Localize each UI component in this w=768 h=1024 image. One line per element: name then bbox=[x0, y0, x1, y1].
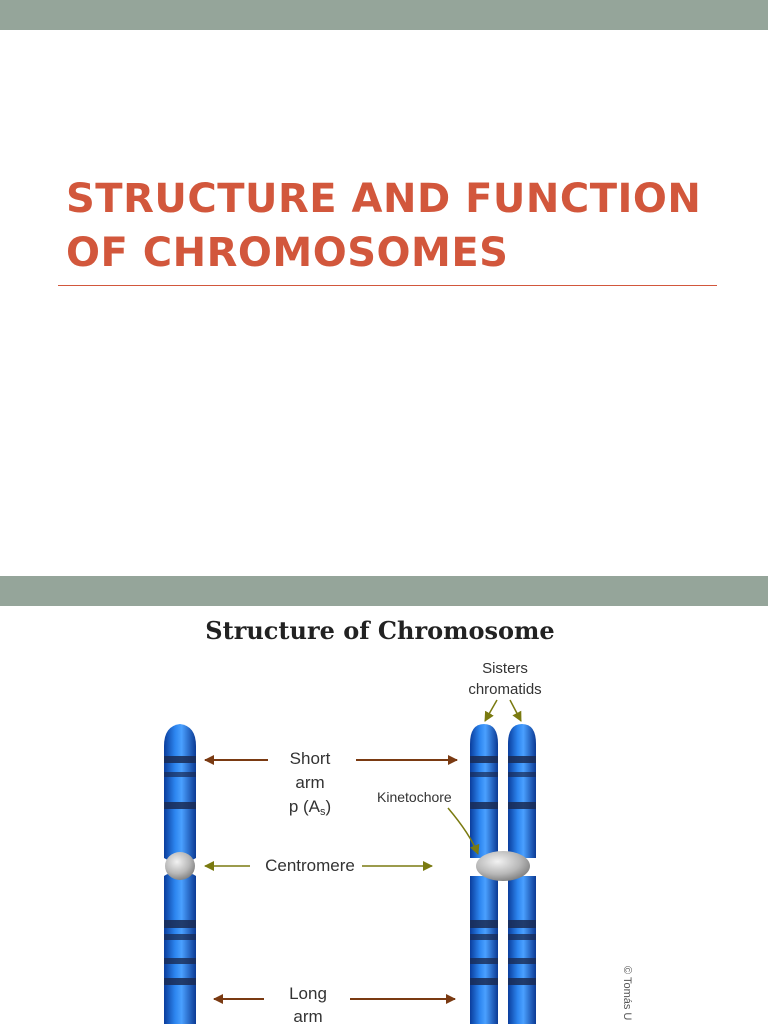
title-underline bbox=[58, 285, 717, 286]
diagram-title: Structure of Chromosome bbox=[205, 616, 555, 645]
sister-chromatids bbox=[470, 724, 536, 1024]
band bbox=[164, 978, 196, 985]
band bbox=[164, 802, 196, 809]
chromatid-left-short-arm bbox=[470, 724, 498, 858]
sisters-arrow-left bbox=[484, 699, 498, 722]
band bbox=[508, 934, 536, 940]
label-short-notation: p (As) bbox=[289, 797, 331, 818]
label-short-arm: arm bbox=[295, 773, 324, 792]
band bbox=[470, 958, 498, 964]
short-arm-shape bbox=[164, 724, 196, 862]
label-long-arm: arm bbox=[293, 1007, 322, 1024]
band bbox=[164, 958, 196, 964]
band bbox=[470, 802, 498, 809]
band bbox=[470, 772, 498, 777]
slide-title-line-1: STRUCTURE AND FUNCTION bbox=[66, 176, 702, 222]
band bbox=[164, 772, 196, 777]
slide-top-bar bbox=[0, 0, 768, 30]
label-short: Short bbox=[290, 749, 331, 768]
band bbox=[508, 958, 536, 964]
band bbox=[164, 934, 196, 940]
band bbox=[470, 756, 498, 763]
single-chromatid bbox=[164, 724, 196, 1024]
band bbox=[470, 934, 498, 940]
band bbox=[508, 920, 536, 928]
slide-title-line-2: OF CHROMOSOMES bbox=[66, 230, 509, 276]
title-slide: STRUCTURE AND FUNCTION OF CHROMOSOMES bbox=[0, 0, 768, 286]
diagram-slide: Structure of Chromosome bbox=[0, 576, 768, 1024]
kinetochore-shape bbox=[476, 851, 530, 881]
label-long: Long bbox=[289, 984, 327, 1003]
band bbox=[508, 756, 536, 763]
band bbox=[508, 978, 536, 985]
chromosome-diagram: Sisters chromatids Short arm p (As) Kine… bbox=[164, 660, 542, 1024]
chromatid-left-long-arm bbox=[470, 876, 498, 1024]
chromatid-right-long-arm bbox=[508, 876, 536, 1024]
band bbox=[508, 772, 536, 777]
copyright-text: © Tomás U bbox=[621, 966, 633, 1021]
centromere-shape bbox=[165, 852, 195, 880]
label-centromere: Centromere bbox=[265, 856, 355, 875]
band bbox=[508, 802, 536, 809]
band bbox=[164, 756, 196, 763]
band bbox=[470, 920, 498, 928]
long-arm-shape bbox=[164, 872, 196, 1024]
band bbox=[164, 920, 196, 928]
slide-top-bar bbox=[0, 576, 768, 606]
label-kinetochore: Kinetochore bbox=[377, 789, 452, 805]
band bbox=[470, 978, 498, 985]
kinetochore-arrow bbox=[447, 807, 480, 855]
label-sisters: Sisters bbox=[482, 660, 528, 677]
sisters-arrow-right bbox=[509, 699, 522, 722]
label-chromatids: chromatids bbox=[468, 681, 541, 698]
slide-title: STRUCTURE AND FUNCTION OF CHROMOSOMES bbox=[66, 172, 726, 280]
chromatid-right-short-arm bbox=[508, 724, 536, 858]
